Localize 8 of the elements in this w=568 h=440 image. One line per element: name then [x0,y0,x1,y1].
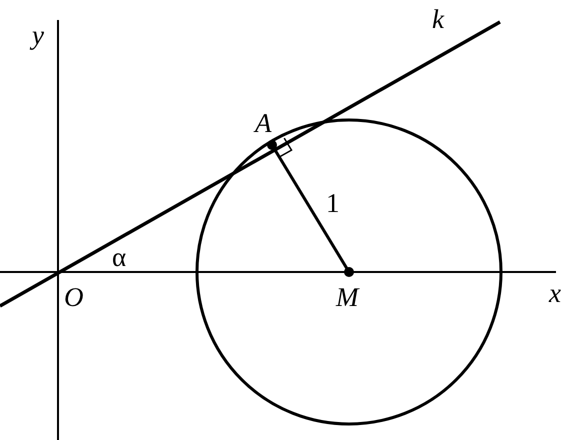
axis-label: y [32,22,44,49]
axis-label: x [549,280,561,307]
length-label: 1 [326,190,340,217]
angle-label: α [112,244,126,271]
point-label: O [64,284,84,311]
line-label: k [432,6,444,33]
point-label: A [255,110,272,137]
point-label: M [336,284,358,311]
